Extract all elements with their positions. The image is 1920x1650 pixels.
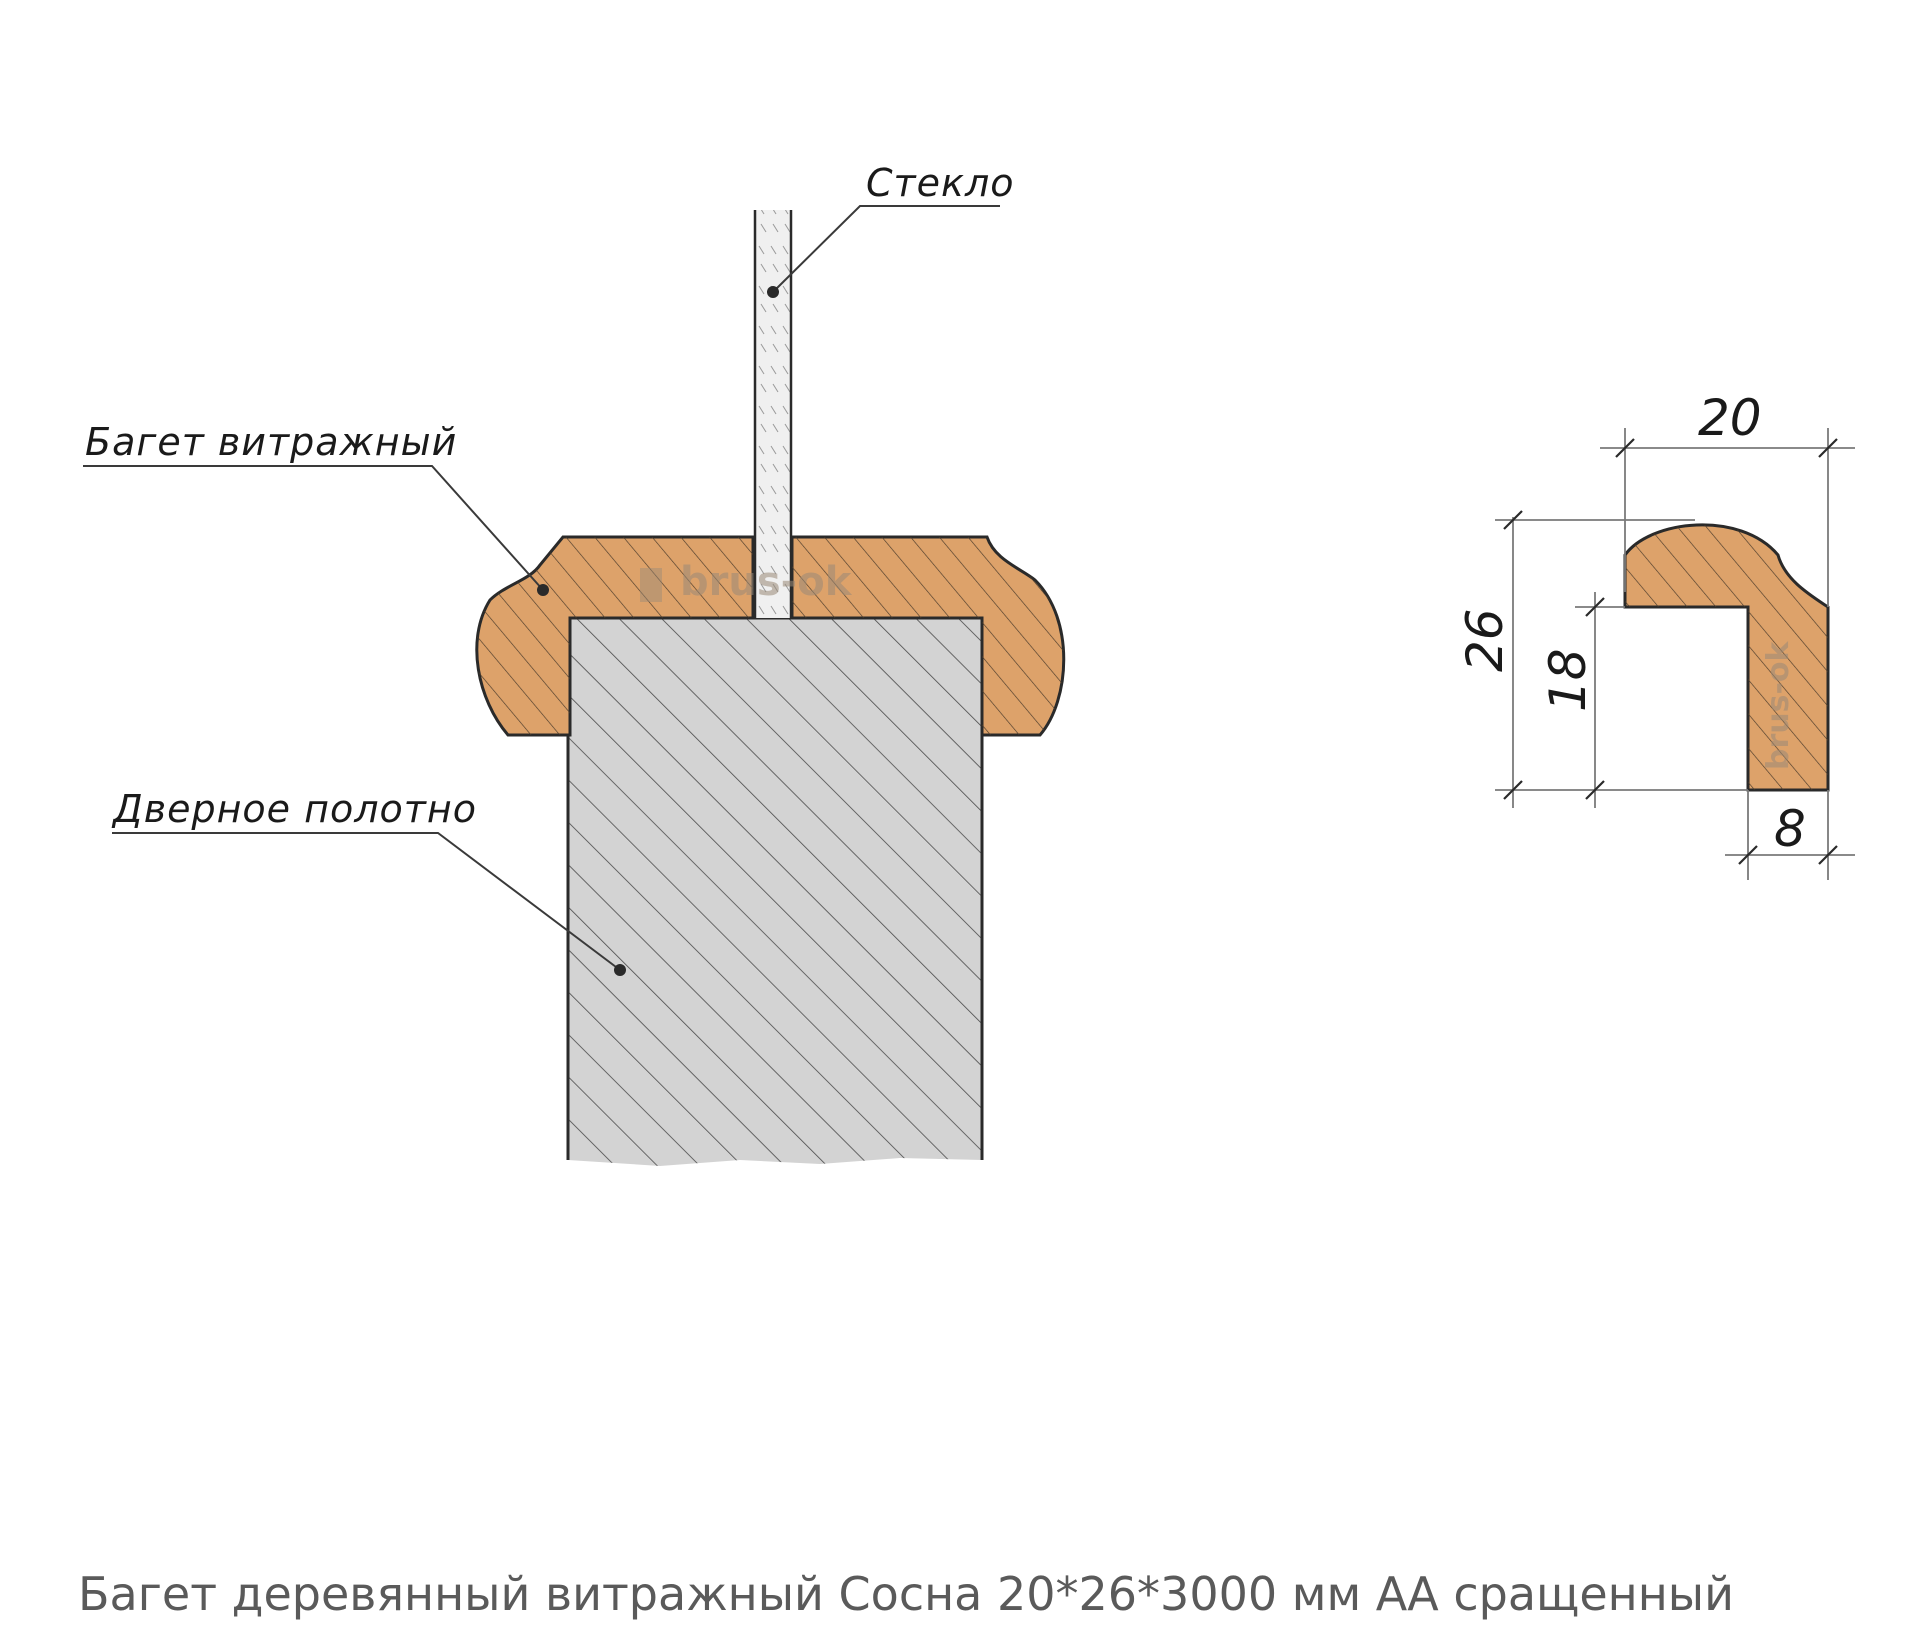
- profile-watermark: brus-ok: [1761, 640, 1796, 770]
- label-glass: Стекло: [866, 161, 1015, 205]
- dim-width: 20: [1698, 389, 1762, 447]
- glass-pane: [753, 210, 793, 618]
- profile-section: brus-ok: [1623, 523, 1830, 792]
- watermark-text: brus-ok: [680, 559, 853, 605]
- label-baguette: Багет витражный: [85, 420, 457, 464]
- leader-baguette: [83, 465, 549, 596]
- label-door-leaf: Дверное полотно: [111, 787, 477, 831]
- leader-glass: [767, 205, 1000, 298]
- dim-thickness: 8: [1774, 800, 1806, 858]
- dimension-lines: [1495, 428, 1855, 880]
- dim-inner-height: 18: [1539, 648, 1597, 712]
- dim-height: 26: [1456, 608, 1514, 672]
- leader-door-leaf: [112, 832, 626, 976]
- product-caption: Багет деревянный витражный Сосна 20*26*3…: [78, 1567, 1734, 1621]
- door-leaf: [566, 616, 984, 1166]
- watermark-logo: brus-ok: [640, 559, 853, 605]
- svg-text:brus-ok: brus-ok: [1761, 640, 1796, 770]
